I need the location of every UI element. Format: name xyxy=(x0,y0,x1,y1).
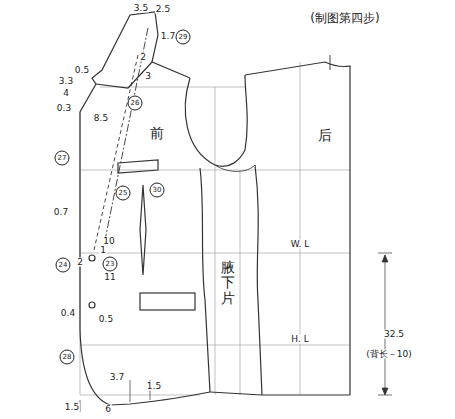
callout-number: 25 xyxy=(116,186,131,201)
dimension-label: 1.5 xyxy=(64,403,80,412)
callout-number: 28 xyxy=(60,350,75,365)
callout-number: 23 xyxy=(103,257,118,272)
piece-name: 后 xyxy=(317,128,333,142)
callout-number: 27 xyxy=(55,151,70,166)
dimension-label: 32.5 xyxy=(383,330,405,339)
dimension-label: 2.5 xyxy=(155,5,171,14)
dimension-label: (背长－10) xyxy=(365,350,412,359)
dimension-label: 0.5 xyxy=(98,315,114,324)
dimension-label: 8.5 xyxy=(93,114,109,123)
dimension-label: 1.5 xyxy=(146,382,162,391)
dimension-label: 0.5 xyxy=(74,66,90,75)
dimension-label: 3.5 xyxy=(133,4,149,13)
dimension-label: 1 xyxy=(99,246,107,255)
callout-number: 24 xyxy=(56,258,71,273)
step-title: (制图第四步) xyxy=(310,10,379,27)
dimension-label: 4 xyxy=(62,89,70,98)
dimension-label: 6 xyxy=(104,405,112,414)
dimension-label: 0.4 xyxy=(60,309,76,318)
dimension-label: 2 xyxy=(76,258,84,267)
dimension-label: 3 xyxy=(144,72,152,81)
callout-number: 30 xyxy=(150,183,165,198)
piece-name: 腋下片 xyxy=(220,260,236,306)
dimension-label: 0.3 xyxy=(56,104,72,113)
piece-name: 前 xyxy=(149,126,165,140)
callout-number: 29 xyxy=(176,30,191,45)
callout-number: 26 xyxy=(128,96,143,111)
dimension-label: 3.7 xyxy=(109,373,125,382)
dimension-label: 1.7 xyxy=(160,32,176,41)
dimension-label: H. L xyxy=(290,335,309,344)
dimension-label: 11 xyxy=(103,273,116,282)
dimension-label: 3.3 xyxy=(58,77,74,86)
dimension-label: 10 xyxy=(102,237,115,246)
dimension-label: W. L xyxy=(290,240,311,249)
dimension-label: 0.7 xyxy=(53,208,69,217)
dimension-label: 2 xyxy=(139,53,147,62)
